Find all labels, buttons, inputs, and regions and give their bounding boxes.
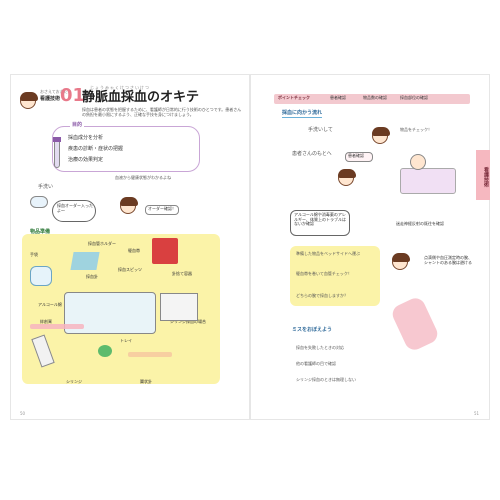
patient-icon: [410, 154, 426, 170]
purpose-label: 目的: [70, 122, 85, 129]
patient-check-bubble: [345, 152, 373, 162]
item-alcohol: アルコール綿: [38, 302, 62, 307]
item-syringe-case: シリンジ採血の場合: [170, 319, 206, 324]
step-vein-check: 駆血帯を巻いて血管チェック！: [296, 271, 352, 276]
sharps-box-icon: [152, 238, 178, 264]
step-check-items: 物品をチェック！: [400, 127, 432, 132]
allergy-note-box: [290, 210, 350, 236]
purpose-note: 血液から健康状態がわかるよね: [115, 175, 171, 180]
side-note: 点滴側や血圧測定時の腕、シャントのある腕は避ける: [424, 255, 472, 265]
purpose-item-3: 治療の効果判定: [68, 157, 104, 163]
nurse-avatar-2: [120, 197, 138, 214]
order-bubble-text: 採血オーダー入ったよ～: [57, 203, 93, 213]
order-confirm-text: オーダー確認！: [148, 206, 176, 211]
gloves-icon: [30, 266, 52, 286]
item-syringe: シリンジ: [66, 379, 82, 384]
item-needle: 採血針: [86, 274, 98, 279]
nurse-avatar: [20, 92, 38, 109]
right-page-number: 51: [474, 411, 480, 416]
mistake-line-3: シリンジ採血のときは無理しない: [296, 377, 356, 382]
step-patient-check: 患者確認: [348, 153, 364, 158]
item-tray: トレイ: [120, 338, 132, 343]
test-tube-icon: [54, 140, 60, 168]
syringe-highlight: [30, 324, 84, 329]
item-bandage: 絆創膏: [40, 319, 52, 324]
purpose-item-1: 採血成分を分析: [68, 135, 104, 141]
check-item-1: 患者確認: [330, 95, 346, 100]
item-holder: 採血管ホルダー: [88, 241, 116, 246]
nurse-avatar-5: [392, 253, 410, 270]
checkpoint-bar: [274, 94, 470, 104]
order-bubble: [52, 200, 96, 222]
item-tourniquet: 駆血帯: [128, 248, 140, 253]
intro-text: 採血は患者の状態を把握するために、看護師が日常的に行う技術のひとつです。患者さん…: [82, 107, 242, 117]
handwash-label: 手洗い: [38, 184, 54, 190]
section-label: 看護技術: [40, 96, 61, 102]
section-label-small: おさえておきたい: [40, 89, 72, 94]
check-item-3: 採血部位の確認: [400, 95, 428, 100]
page-title: 静脈血採血のオキテ: [82, 90, 200, 105]
allergy-note: アルコール綿や消毒薬のアレルギー、体質上のトラブルはないか確認: [294, 212, 346, 227]
step-handwash: 手洗いして: [308, 127, 333, 133]
title-ruby: じょうみゃくけつさいけつ: [90, 85, 150, 90]
step-to-patient: 患者さんのもとへ: [292, 151, 332, 157]
item-gloves: 手袋: [30, 252, 38, 257]
hands-icon: [30, 196, 48, 208]
vagal-note: 迷走神経反射の既往を確認: [396, 221, 444, 226]
butterfly-highlight: [128, 352, 172, 357]
steps-area: [290, 246, 380, 306]
purpose-item-2: 疾患の診断・症状の把握: [68, 146, 124, 152]
step-which-arm: どちらの腕で採血しますか？: [296, 293, 348, 298]
section-tab: 採血に向かう流れ: [282, 110, 323, 118]
left-page-number: 50: [20, 411, 26, 416]
item-sharps: 針捨て容器: [172, 271, 192, 276]
side-tab: 看護技術: [476, 150, 490, 200]
check-item-2: 物品数の確認: [363, 95, 387, 100]
item-butterfly: 翼状針: [140, 379, 152, 384]
patient-bed-icon: [400, 168, 456, 194]
purpose-bubble: [52, 126, 200, 172]
test-tube-cap-icon: [53, 137, 61, 142]
tourniquet-icon: [70, 252, 100, 270]
mistake-line-1: 採血を失敗したときの対応: [296, 345, 344, 350]
butterfly-needle-icon: [98, 345, 112, 357]
prep-title: 物品準備: [30, 229, 51, 235]
nurse-avatar-4: [338, 169, 356, 186]
section-number: 01: [60, 85, 86, 106]
order-confirm-bubble: [145, 205, 179, 215]
step-bring-items: 準備した物品をベッドサイドへ運ぶ: [296, 251, 360, 256]
mistake-label: ミスをおぼえよう: [292, 327, 333, 333]
checkpoint-label: ポイントチェック: [278, 95, 310, 100]
item-spitz: 採血スピッツ: [118, 267, 142, 272]
tube-rack-icon: [160, 293, 198, 321]
mistake-line-2: 他の看護師の目で確認: [296, 361, 336, 366]
nurse-avatar-3: [372, 127, 390, 144]
